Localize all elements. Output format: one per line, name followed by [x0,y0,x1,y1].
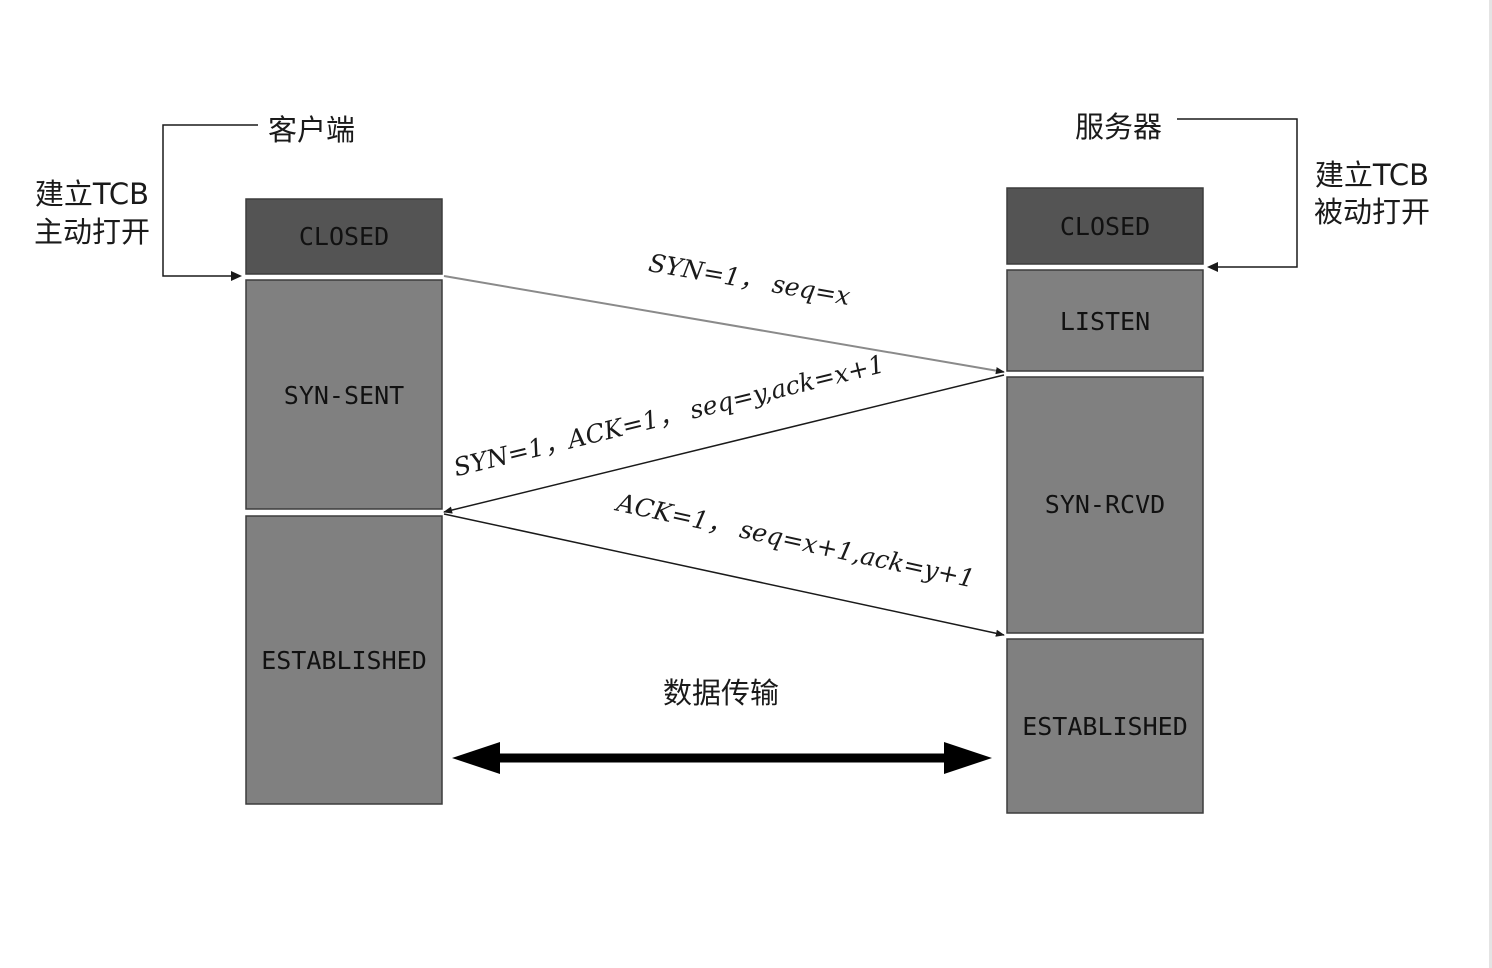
client-column: 客户端 建立TCB 主动打开 CLOSED SYN-SENT ESTABLISH… [34,113,443,805]
client-state-established-label: ESTABLISHED [261,646,427,675]
server-title: 服务器 [1075,110,1162,144]
ack-arrow [443,513,1005,637]
server-state-closed: CLOSED [1006,187,1204,265]
client-state-closed: CLOSED [245,198,443,275]
server-tcb-label-line2: 被动打开 [1314,195,1430,229]
server-state-listen-label: LISTEN [1060,307,1150,336]
client-tcb-arrowhead [231,271,242,281]
server-state-established-label: ESTABLISHED [1022,712,1188,741]
handshake-messages: SYN=1， seq=x SYN=1，ACK=1， seq=y,ack=x+1 … [443,248,1005,637]
server-tcb-arrowhead [1207,262,1218,272]
syn-arrow [443,275,1005,375]
client-tcb-connector [162,124,258,277]
syn-ack-arrow [443,374,1005,514]
data-transfer-left-arrowhead [452,742,500,774]
data-transfer-right-arrowhead [944,742,992,774]
page-edge [1489,0,1492,968]
server-state-closed-label: CLOSED [1060,212,1150,241]
ack-message-label: ACK=1， seq=x+1,ack=y+1 [612,488,977,594]
syn-message-label: SYN=1， seq=x [646,248,852,311]
client-state-syn-sent-label: SYN-SENT [284,381,404,410]
server-state-listen: LISTEN [1006,269,1204,372]
data-transfer-label: 数据传输 [663,676,779,710]
server-tcb-label-line1: 建立TCB [1315,158,1429,192]
client-tcb-label-line1: 建立TCB [35,177,149,211]
server-column: 服务器 建立TCB 被动打开 CLOSED LISTEN SYN-RCVD ES… [1006,110,1430,814]
client-tcb-label-line2: 主动打开 [34,215,150,249]
server-state-syn-rcvd: SYN-RCVD [1006,376,1204,634]
client-state-syn-sent: SYN-SENT [245,279,443,510]
client-state-closed-label: CLOSED [299,222,389,251]
data-transfer: 数据传输 [452,676,992,774]
server-tcb-connector [1177,118,1298,268]
server-state-syn-rcvd-label: SYN-RCVD [1045,490,1165,519]
client-state-established: ESTABLISHED [245,515,443,805]
syn-ack-message-label: SYN=1，ACK=1， seq=y,ack=x+1 [451,349,888,482]
client-title: 客户端 [268,113,355,147]
server-state-established: ESTABLISHED [1006,638,1204,814]
